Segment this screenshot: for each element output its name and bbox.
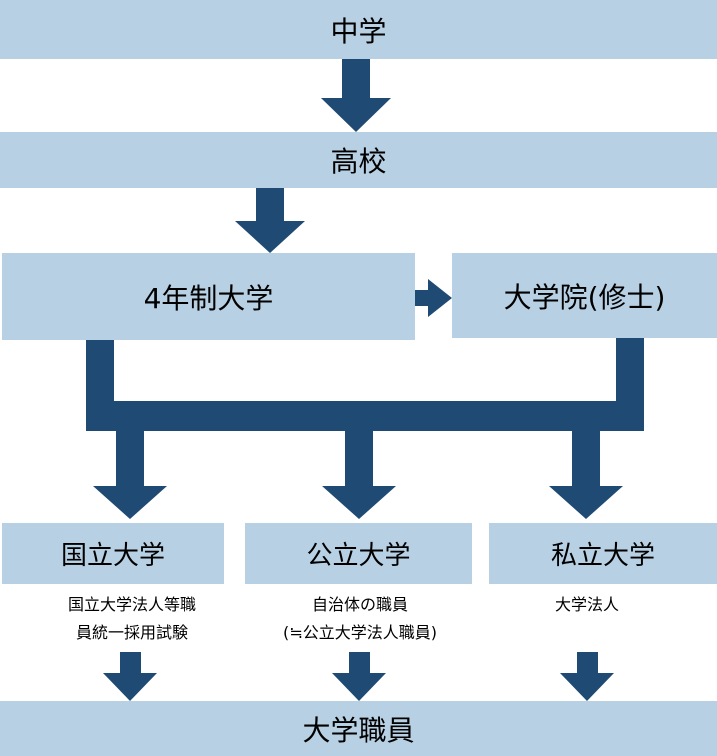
connector-bar bbox=[86, 401, 644, 431]
route-private: 大学法人 bbox=[489, 591, 685, 619]
route-national-line2: 員統一採用試験 bbox=[75, 623, 188, 642]
node-private-univ-label: 私立大学 bbox=[550, 541, 655, 571]
node-junior-high-label: 中学 bbox=[330, 14, 387, 48]
node-national-univ-label: 国立大学 bbox=[60, 541, 165, 571]
node-junior-high: 中学 bbox=[0, 0, 717, 59]
node-university-4yr: 4年制大学 bbox=[2, 253, 415, 340]
node-high-school-label: 高校 bbox=[330, 145, 387, 178]
arrow-to-private bbox=[549, 429, 623, 519]
node-public-univ: 公立大学 bbox=[245, 523, 472, 584]
node-high-school: 高校 bbox=[0, 132, 717, 188]
node-univ-staff-label: 大学職員 bbox=[302, 713, 415, 747]
node-univ-staff: 大学職員 bbox=[0, 701, 717, 756]
arrow-university-to-graduate bbox=[415, 279, 452, 317]
node-graduate-school-label: 大学院(修士) bbox=[503, 280, 666, 314]
arrow-private-to-staff bbox=[560, 652, 614, 701]
arrow-public-to-staff bbox=[332, 652, 386, 701]
node-university-4yr-label: 4年制大学 bbox=[143, 281, 274, 315]
arrow-junior-high-to-high-school bbox=[321, 59, 391, 132]
arrow-to-national bbox=[93, 429, 167, 519]
connector-right-drop bbox=[616, 338, 644, 404]
route-national-line1: 国立大学法人等職 bbox=[67, 595, 196, 614]
node-graduate-school: 大学院(修士) bbox=[452, 253, 717, 338]
route-public-line1: 自治体の職員 bbox=[311, 595, 408, 614]
connector-left-drop bbox=[86, 340, 114, 404]
arrow-national-to-staff bbox=[103, 652, 157, 701]
arrow-high-school-to-university bbox=[235, 188, 305, 253]
route-public: 自治体の職員 (≒公立大学法人職員) bbox=[230, 591, 490, 647]
arrow-to-public bbox=[322, 429, 396, 519]
route-public-line2: (≒公立大学法人職員) bbox=[283, 623, 437, 642]
route-national: 国立大学法人等職 員統一採用試験 bbox=[2, 591, 262, 647]
node-national-univ: 国立大学 bbox=[2, 523, 224, 584]
node-private-univ: 私立大学 bbox=[489, 523, 717, 584]
route-private-line1: 大学法人 bbox=[554, 595, 619, 614]
node-public-univ-label: 公立大学 bbox=[306, 541, 411, 571]
